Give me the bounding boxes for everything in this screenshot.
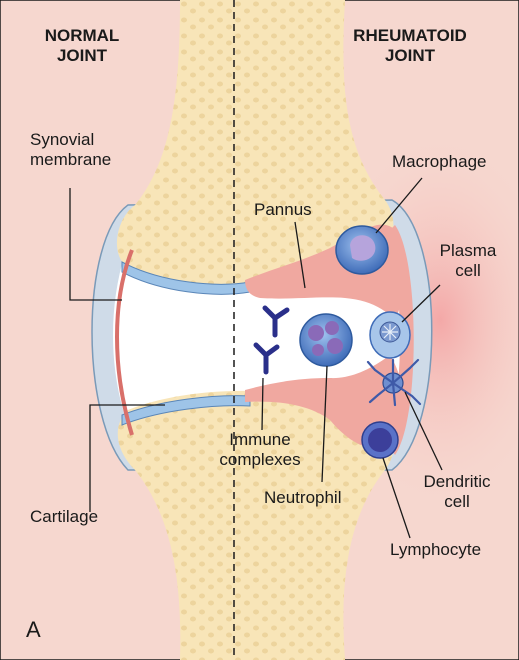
rheumatoid-joint-heading: RHEUMATOID JOINT xyxy=(340,26,480,66)
pannus-label: Pannus xyxy=(254,200,312,220)
normal-joint-heading: NORMAL JOINT xyxy=(22,26,142,66)
plasma-cell-label: Plasma cell xyxy=(428,241,508,281)
synovial-membrane-label: Synovial membrane xyxy=(30,130,111,170)
neutrophil-cell xyxy=(300,314,352,366)
neutrophil-label: Neutrophil xyxy=(264,488,342,508)
panel-letter: A xyxy=(26,620,41,640)
cartilage-label: Cartilage xyxy=(30,507,98,527)
immune-complexes-label: Immune complexes xyxy=(205,430,315,470)
dendritic-cell-label: Dendritic cell xyxy=(412,472,502,512)
macrophage-label: Macrophage xyxy=(392,152,487,172)
lymphocyte-label: Lymphocyte xyxy=(390,540,481,560)
